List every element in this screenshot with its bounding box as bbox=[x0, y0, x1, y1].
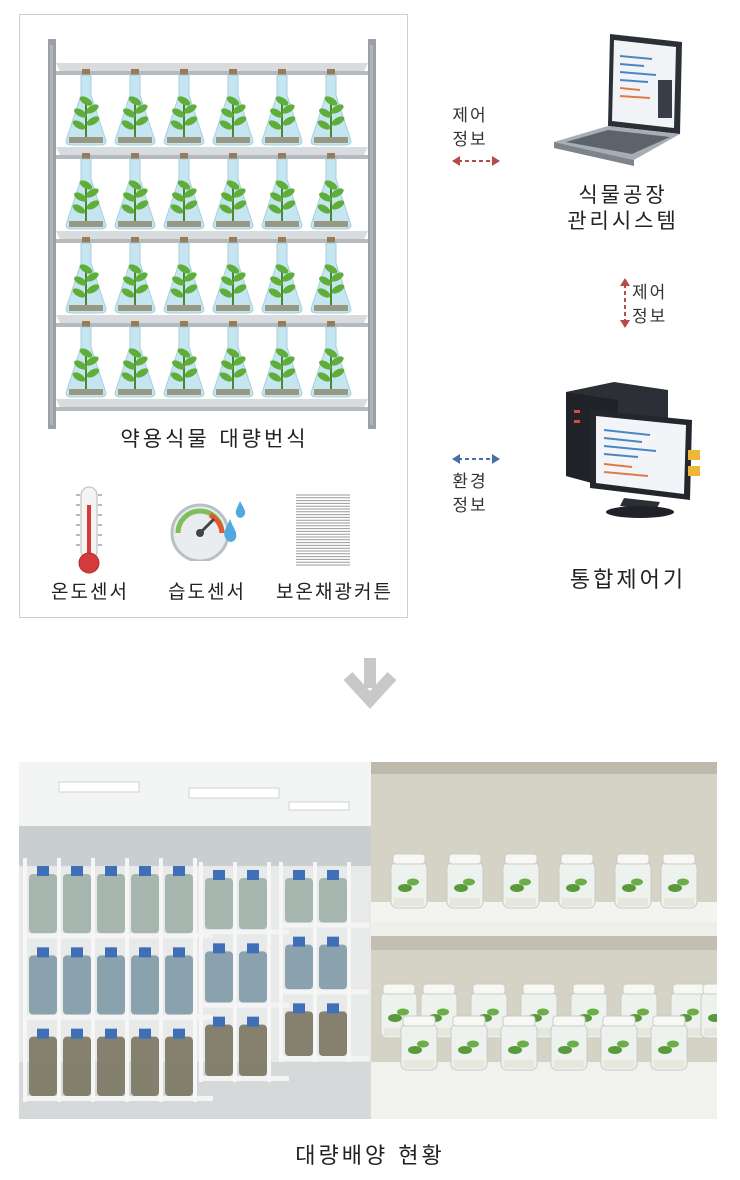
shelf-board bbox=[56, 315, 368, 327]
humidity-gauge-icon bbox=[170, 501, 246, 561]
culture-rack bbox=[23, 858, 213, 1102]
integrated-controller-label: 통합제어기 bbox=[569, 568, 687, 593]
culture-jar bbox=[660, 853, 698, 909]
shelf-board bbox=[56, 399, 368, 411]
shelf-board bbox=[56, 63, 368, 75]
culture-jar bbox=[390, 853, 428, 909]
thermometer-icon bbox=[76, 486, 102, 574]
culture-jar bbox=[600, 1015, 638, 1071]
culture-flask bbox=[310, 153, 352, 230]
double-arrow-icon-control bbox=[452, 156, 500, 166]
metal-shelf-rack bbox=[48, 39, 376, 429]
laptop-icon bbox=[554, 34, 682, 166]
culture-flask bbox=[65, 69, 107, 146]
culture-flask bbox=[310, 237, 352, 314]
shelf-board bbox=[56, 231, 368, 243]
rack-title: 약용식물 대량번식 bbox=[120, 427, 309, 451]
double-arrow-icon-env bbox=[452, 454, 500, 464]
culture-flask bbox=[261, 153, 303, 230]
sensor-label-curtain: 보온채광커튼 bbox=[276, 581, 393, 603]
culture-flask bbox=[163, 69, 205, 146]
culture-flask bbox=[114, 153, 156, 230]
culture-jar bbox=[558, 853, 596, 909]
sensor-label-humidity: 습도센서 bbox=[168, 581, 246, 603]
culture-status-caption: 대량배양 현황 bbox=[295, 1144, 445, 1169]
desktop-computer-icon bbox=[566, 382, 700, 518]
culture-room-photo bbox=[19, 762, 371, 1119]
culture-jar bbox=[446, 853, 484, 909]
culture-flask bbox=[261, 69, 303, 146]
shelf-board bbox=[56, 147, 368, 159]
culture-jar bbox=[700, 983, 717, 1039]
curtain-icon bbox=[296, 494, 350, 566]
culture-rack bbox=[279, 862, 369, 1062]
culture-flask bbox=[114, 321, 156, 398]
culture-jar bbox=[450, 1015, 488, 1071]
culture-jar bbox=[400, 1015, 438, 1071]
culture-flask bbox=[261, 321, 303, 398]
culture-flask bbox=[310, 69, 352, 146]
culture-flask bbox=[65, 153, 107, 230]
culture-flask bbox=[65, 237, 107, 314]
culture-flask bbox=[212, 69, 254, 146]
down-arrow-icon bbox=[343, 658, 397, 709]
culture-flask bbox=[212, 237, 254, 314]
culture-jar bbox=[614, 853, 652, 909]
vertical-double-arrow-icon bbox=[620, 278, 630, 328]
culture-flask bbox=[261, 237, 303, 314]
culture-flask bbox=[212, 153, 254, 230]
culture-flask bbox=[310, 321, 352, 398]
culture-jar bbox=[500, 1015, 538, 1071]
culture-flask bbox=[65, 321, 107, 398]
management-system-label: 식물공장 관리시스템 bbox=[567, 183, 679, 233]
culture-jar bbox=[502, 853, 540, 909]
culture-jar bbox=[550, 1015, 588, 1071]
culture-jar bbox=[650, 1015, 688, 1071]
culture-flask bbox=[212, 321, 254, 398]
culture-flask bbox=[163, 153, 205, 230]
control-info-label-side: 제어 정보 bbox=[632, 283, 668, 327]
sensor-label-temperature: 온도센서 bbox=[51, 581, 129, 603]
flask-shelf-illustration bbox=[48, 39, 376, 429]
culture-rack bbox=[199, 862, 289, 1082]
culture-flask bbox=[114, 69, 156, 146]
culture-flask bbox=[163, 321, 205, 398]
culture-flask bbox=[163, 237, 205, 314]
jar-shelves-photo bbox=[371, 762, 717, 1119]
culture-flask bbox=[114, 237, 156, 314]
env-info-label: 환경 정보 bbox=[452, 472, 488, 516]
mass-propagation-panel: 약용식물 대량번식 온도센서 습도센서 보온채광커튼 bbox=[19, 14, 408, 618]
control-info-label-top: 제어 정보 bbox=[452, 106, 488, 150]
culture-jar bbox=[620, 983, 658, 1039]
